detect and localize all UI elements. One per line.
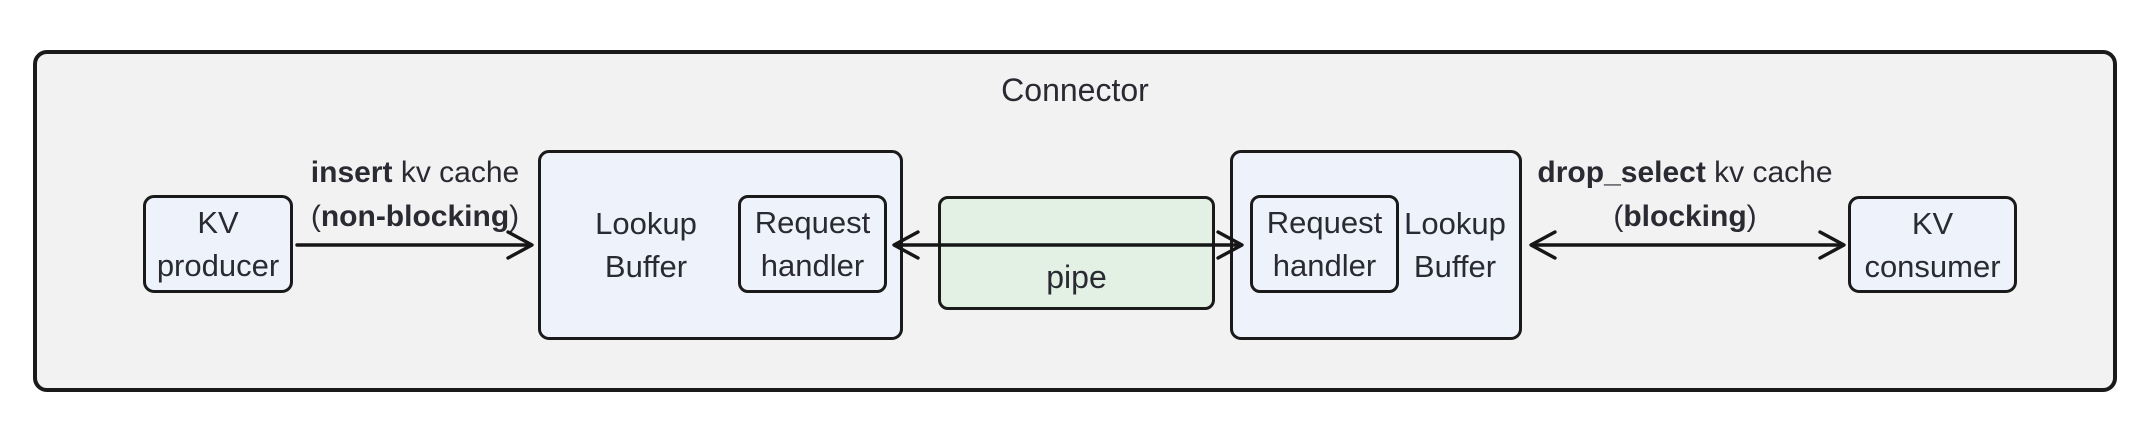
pipe-label: pipe (1046, 259, 1107, 295)
lookup-buffer-right-label-line1: Lookup (1404, 206, 1506, 241)
drop-select-op-text: drop_select (1537, 156, 1706, 189)
lookup-buffer-left-label-line2: Buffer (604, 249, 688, 284)
lookup-buffer-left-label: Lookup Buffer (541, 153, 751, 337)
insert-mode-text: non-blocking (320, 200, 510, 233)
drop-select-mode-text: blocking (1623, 200, 1747, 233)
insert-edge-label: insert kv cache (non-blocking) (265, 151, 565, 239)
drop-select-suffix-text: kv cache (1705, 156, 1833, 189)
drop-select-paren-close: ) (1746, 200, 1757, 233)
insert-op-text: insert (310, 156, 393, 189)
drop-select-edge-label: drop_select kv cache (blocking) (1515, 151, 1855, 239)
kv-producer-label-line1: KV (197, 205, 239, 240)
request-handler-left-label-line1: Request (754, 205, 871, 240)
request-handler-left-label-line2: handler (760, 248, 865, 283)
lookup-buffer-left-node: Lookup Buffer Request handler (538, 150, 903, 340)
kv-consumer-label-line2: consumer (1864, 248, 2001, 284)
drop-select-paren-open: ( (1613, 200, 1624, 233)
kv-consumer-node: KV consumer (1848, 196, 2017, 293)
lookup-buffer-right-label-line2: Buffer (1413, 249, 1497, 284)
insert-paren-open: ( (310, 200, 321, 233)
lookup-buffer-right-node: Request handler Lookup Buffer (1230, 150, 1522, 340)
kv-producer-node: KV producer (143, 195, 293, 293)
request-handler-right-label-line1: Request (1266, 205, 1383, 240)
drop-select-edge-label-line1: drop_select kv cache (1515, 151, 1855, 195)
kv-producer-label-line2: producer (156, 248, 280, 283)
insert-edge-label-line2: (non-blocking) (265, 195, 565, 239)
drop-select-edge-label-line2: (blocking) (1515, 195, 1855, 239)
insert-paren-close: ) (509, 200, 520, 233)
kv-consumer-label-line1: KV (1911, 205, 1954, 241)
lookup-buffer-right-label: Lookup Buffer (1391, 153, 1519, 337)
request-handler-right-label-line2: handler (1272, 248, 1377, 283)
request-handler-right-node: Request handler (1250, 195, 1399, 293)
connector-title: Connector (1001, 72, 1149, 108)
insert-suffix-text: kv cache (392, 156, 520, 189)
pipe-node: pipe (938, 196, 1215, 310)
request-handler-left-node: Request handler (738, 195, 887, 293)
lookup-buffer-left-label-line1: Lookup (595, 206, 697, 241)
insert-edge-label-line1: insert kv cache (265, 151, 565, 195)
